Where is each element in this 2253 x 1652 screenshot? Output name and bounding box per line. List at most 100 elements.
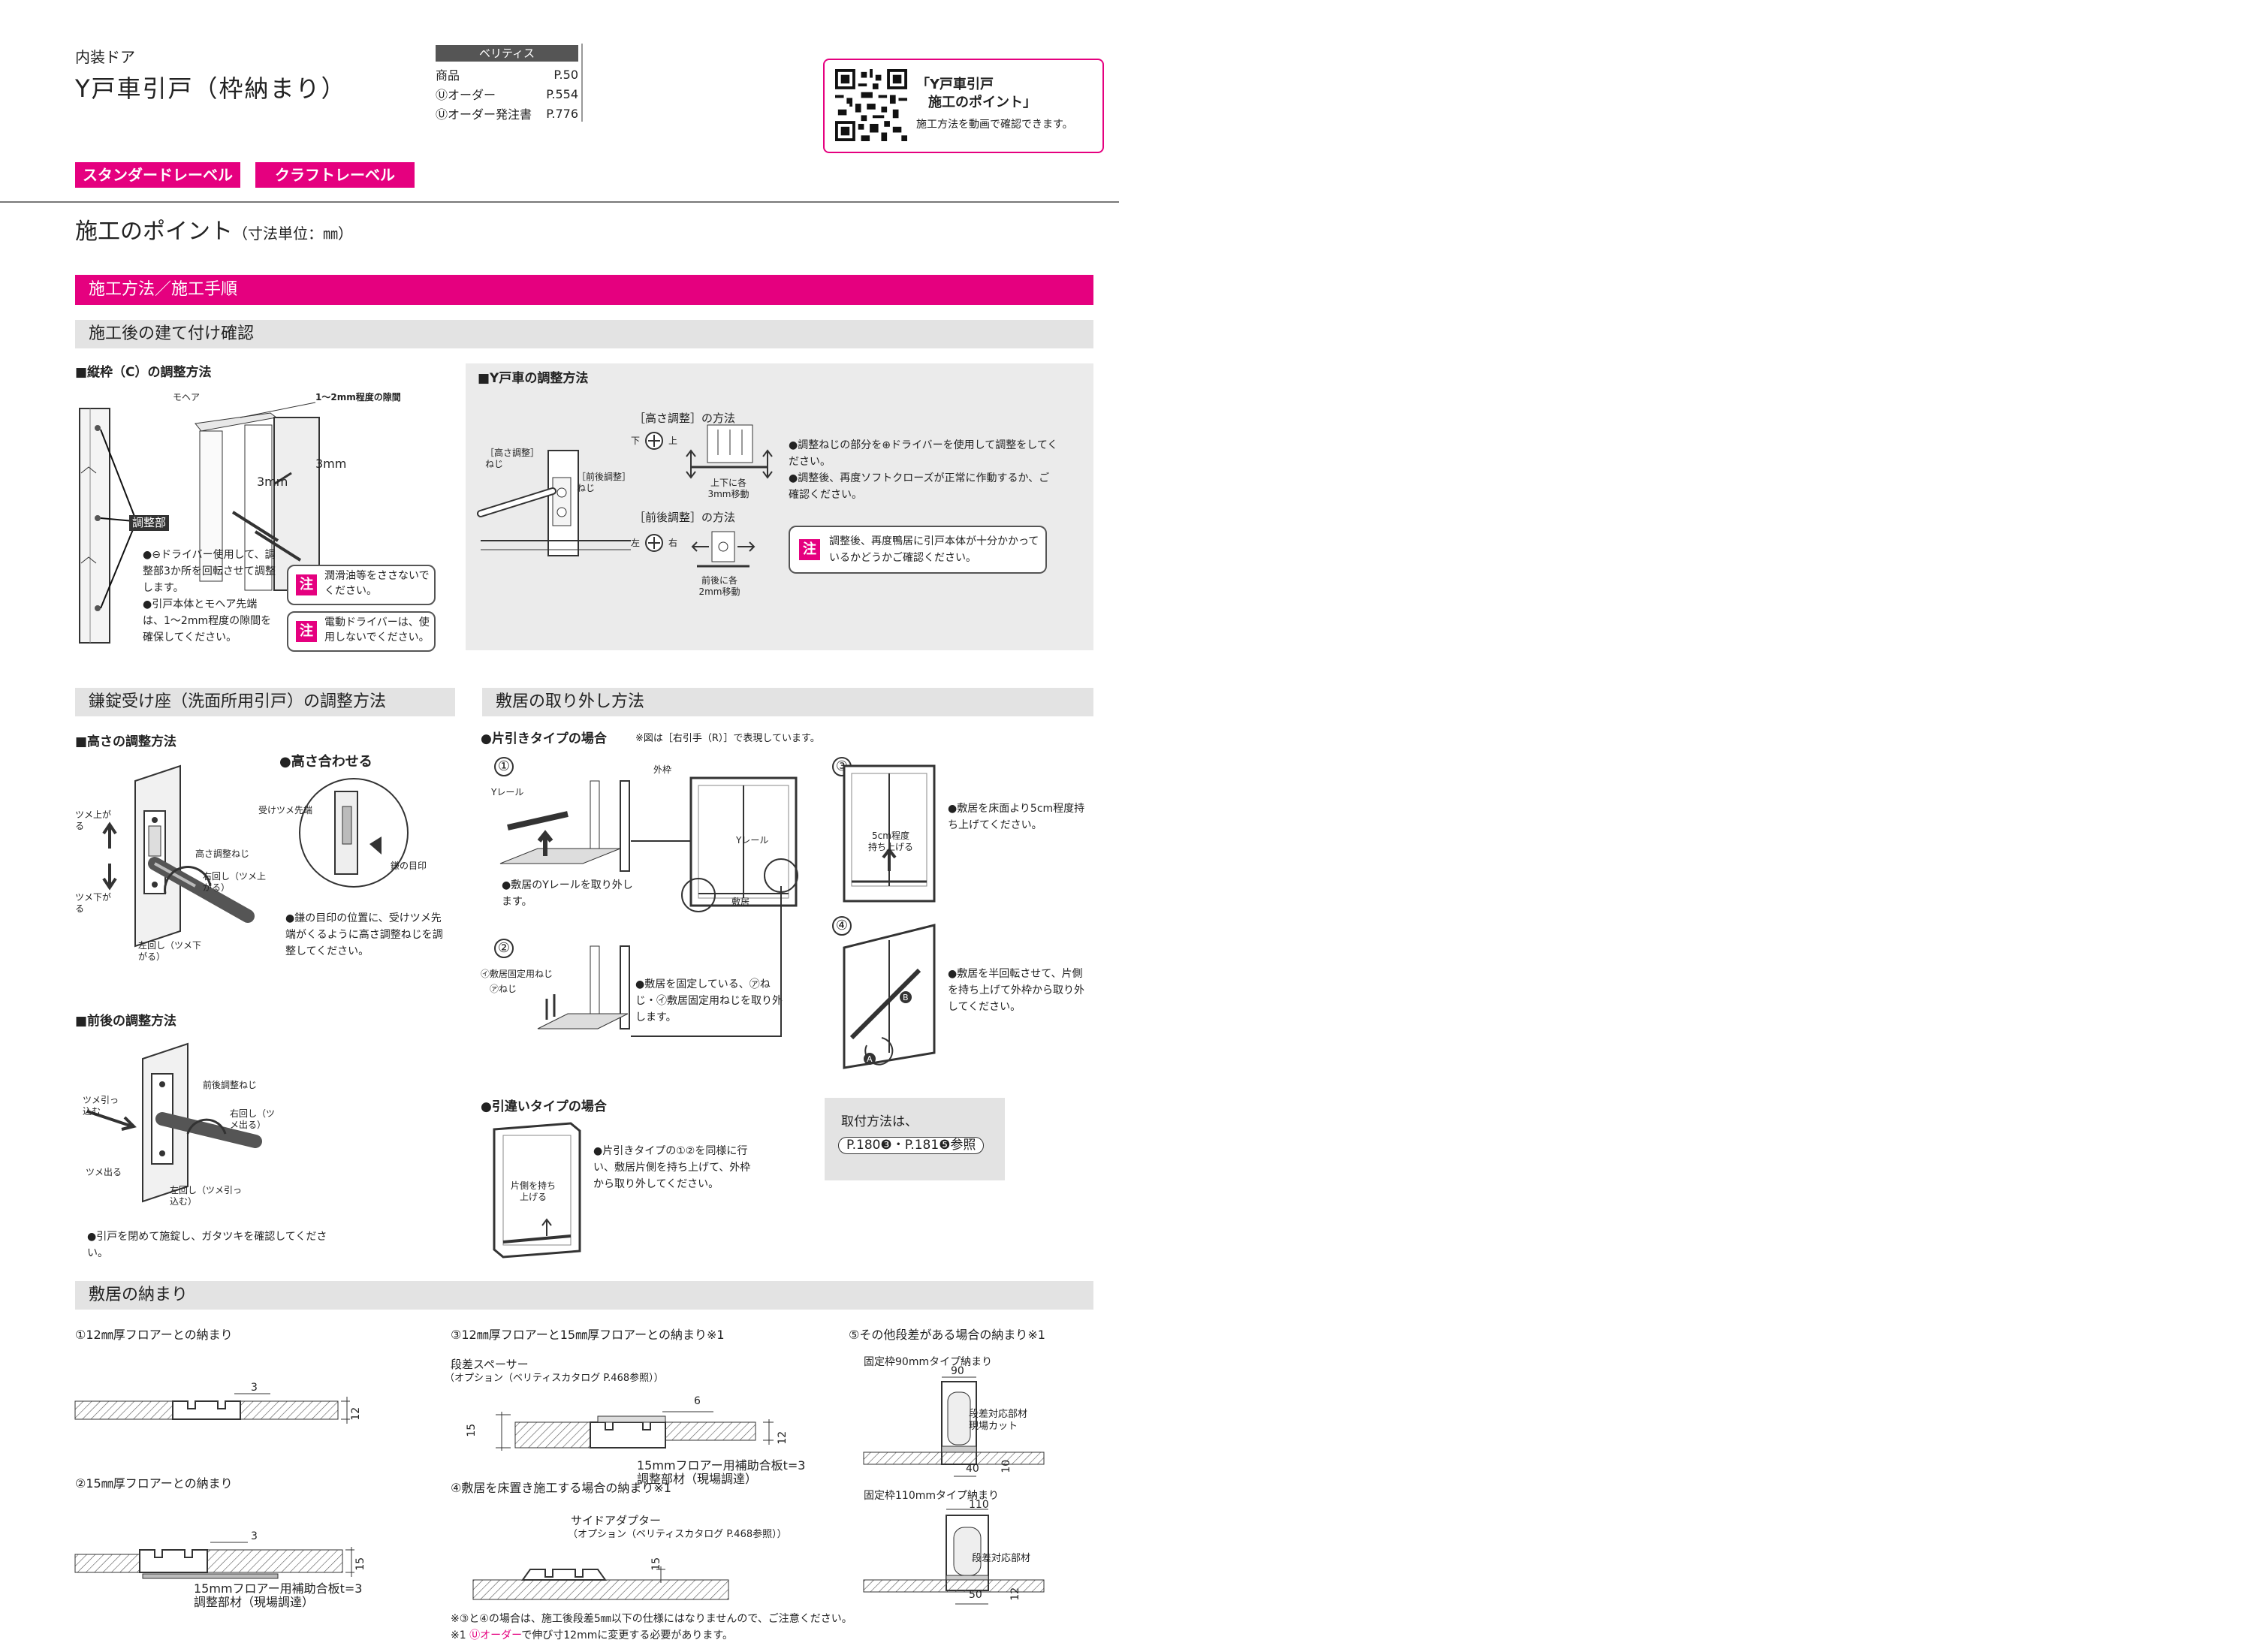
label-down: 下 [631,436,641,446]
y-front-title: ［前後調整］の方法 [634,511,736,524]
label-lift-side: 片側を持ち上げる [511,1180,556,1202]
label-pull: ツメ引っ込む [83,1095,119,1117]
step-connector-arrows [631,840,782,1037]
section-main-bar: 施工方法／施工手順 [75,275,1093,305]
lock-height-title: ■高さの調整方法 [75,734,177,749]
label-sill: 敷居 [731,897,750,907]
y-note: 注 調整後、再度鴨居に引戸本体が十分かかっているかどうかご確認ください。 [789,526,1047,574]
fit-3-option: （オプション（ベリティスカタログ P.468参照）） [445,1373,664,1384]
phillips-screw-icon [645,534,663,552]
label-3mm-a: 3mm [315,457,347,471]
reference-divider [581,44,583,122]
label-adjust-part: 調整部 [129,515,170,531]
label-screw-a: ㋐ねじ [490,984,517,994]
fit-2-dim-b: 15 [354,1557,367,1571]
fit-5-w110: 110 [969,1499,989,1511]
fit-3-diagram [496,1411,774,1451]
label-up: 上 [668,436,678,446]
label-mark: 鎌の目印 [391,861,427,871]
label-gap: 1〜2mm程度の隙間 [315,392,401,402]
step2-diagram [537,945,630,1029]
standard-label-tag: スタンダードレーベル [75,162,240,188]
label-screw-i: ㋑敷居固定用ねじ [481,969,553,979]
y-roller-diagram [477,450,631,556]
mount-ref-box: 取付方法は、 P.180❸・P.181❺参照 [825,1098,1005,1180]
label-height-screw: ［高さ調整］ねじ [485,448,540,469]
fit-3-dim-l: 15 [466,1423,478,1437]
fit-2-title: ②15㎜厚フロアーとの納まり [75,1476,233,1491]
y-adjust-title: ■Y戸車の調整方法 [478,371,589,386]
double-type-diagram [493,1122,581,1259]
caution-mark: 注 [296,621,317,642]
qr-code-icon[interactable] [835,69,907,141]
step1-diagram [499,780,630,872]
label-move-front: 前後に各2mm移動 [698,575,740,597]
label-right: 右 [668,538,678,548]
footnote-2: ※1 Ⓤオーダーで伸び寸12mmに変更する必要があります。 [451,1629,733,1641]
fit-1-title: ①12㎜厚フロアーとの納まり [75,1328,233,1342]
fit-5-part110: 段差対応部材 [972,1553,1031,1564]
fit-2-dim-a: 3 [251,1530,258,1542]
sill-single-note: ※図は［右引手（R）］で表現しています。 [635,733,820,744]
fit-3-dim-r: 12 [777,1430,789,1445]
fit-4-dim: 15 [650,1557,663,1571]
lock-match-body: ●鎌の目印の位置に、受けツメ先端がくるように高さ調整ねじを調整してください。 [285,912,443,957]
height-move-diagram [686,424,773,479]
page-product-title: Y戸車引戸（枠納まり） [75,74,347,103]
qr-video-box[interactable]: 「Y戸車引戸 施工のポイント」 施工方法を動画で確認できます。 [823,59,1104,153]
mount-ref-title: 取付方法は、 [841,1114,918,1129]
fit-5-part90: 段差対応部材 [969,1409,1028,1420]
fit-2-diagram [74,1542,354,1579]
double-body: ●片引きタイプの①②を同様に行い、敷居片側を持ち上げて、外枠から取り外してくださ… [593,1145,751,1190]
label-outer-frame: 外枠 [653,764,672,775]
label-left-turn-f: 左回し（ツメ引っ込む） [170,1185,243,1207]
step4-diagram [843,924,936,1069]
label-up-lock: ツメ上がる [75,809,112,831]
fit-4-title: ④敷居を床置き施工する場合の納まり※1 [451,1481,671,1495]
fit-5-90-diagram [863,1376,1045,1477]
mount-ref-link[interactable]: P.180❸・P.181❺参照 [838,1137,985,1155]
craft-label-tag: クラフトレーベル [255,162,415,188]
y-adjust-body: ●調整ねじの部分を⊕ドライバーを使用して調整をしてください。 ●調整後、再度ソフ… [789,439,1058,501]
fit-5-h12: 12 [1009,1587,1022,1601]
order-link[interactable]: Ⓤオーダー [469,1629,522,1641]
fit-4-adapter: サイドアダプター [571,1514,662,1527]
step3-diagram [843,764,936,903]
step3-body: ●敷居を床面より5cm程度持ち上げてください。 [948,803,1085,831]
label-b: B [903,993,909,1002]
lock-front-body: ●引戸を閉めて施錠し、ガタツキを確認してください。 [87,1231,327,1259]
step-4-badge: ④ [832,916,852,936]
section-fit-title: 敷居の納まり [75,1281,1093,1310]
sill-single-title: ●片引きタイプの場合 [481,731,607,746]
sill-double-title: ●引違いタイプの場合 [481,1099,607,1114]
front-move-diagram [691,531,756,568]
fit-1-dim-a: 3 [251,1382,258,1394]
lock-front-diagram [86,1042,262,1203]
fit-5-type90: 固定枠90mmタイプ納まり [864,1356,993,1368]
c-note-1: 注 潤滑油等をささないでください。 [287,565,436,605]
fit-5-title: ⑤その他段差がある場合の納まり※1 [849,1328,1045,1342]
lock-match-title: ●高さ合わせる [279,754,372,770]
label-3mm-b: 3mm [257,475,288,489]
step-2-badge: ② [494,939,514,958]
fit-3-note-1: 15mmフロアー用補助合板t=3 [637,1458,806,1473]
section-check-title: 施工後の建て付け確認 [75,320,1093,348]
c-note-2: 注 電動ドライバーは、使用しないでください。 [287,611,436,652]
caution-mark: 注 [296,574,317,595]
label-move-height: 上下に各3mm移動 [707,478,749,499]
fit-5-w50: 50 [969,1589,982,1601]
fit-5-h10: 10 [1000,1459,1013,1473]
label-right-turn: 右回し（ツメ上がる） [203,871,267,893]
fit-5-w40: 40 [966,1463,979,1475]
fit-5-cut: 現場カット [969,1421,1018,1432]
fit-4-option: （オプション（ベリティスカタログ P.468参照）） [568,1529,787,1540]
step1-body: ●敷居のYレールを取り外します。 [502,879,633,908]
label-a: A [867,1054,873,1064]
y-height-title: ［高さ調整］の方法 [634,411,736,425]
footnote-1: ※③と④の場合は、施工後段差5㎜以下の仕様にはなりませんので、ご注意ください。 [451,1613,852,1625]
header-divider [0,201,1119,203]
